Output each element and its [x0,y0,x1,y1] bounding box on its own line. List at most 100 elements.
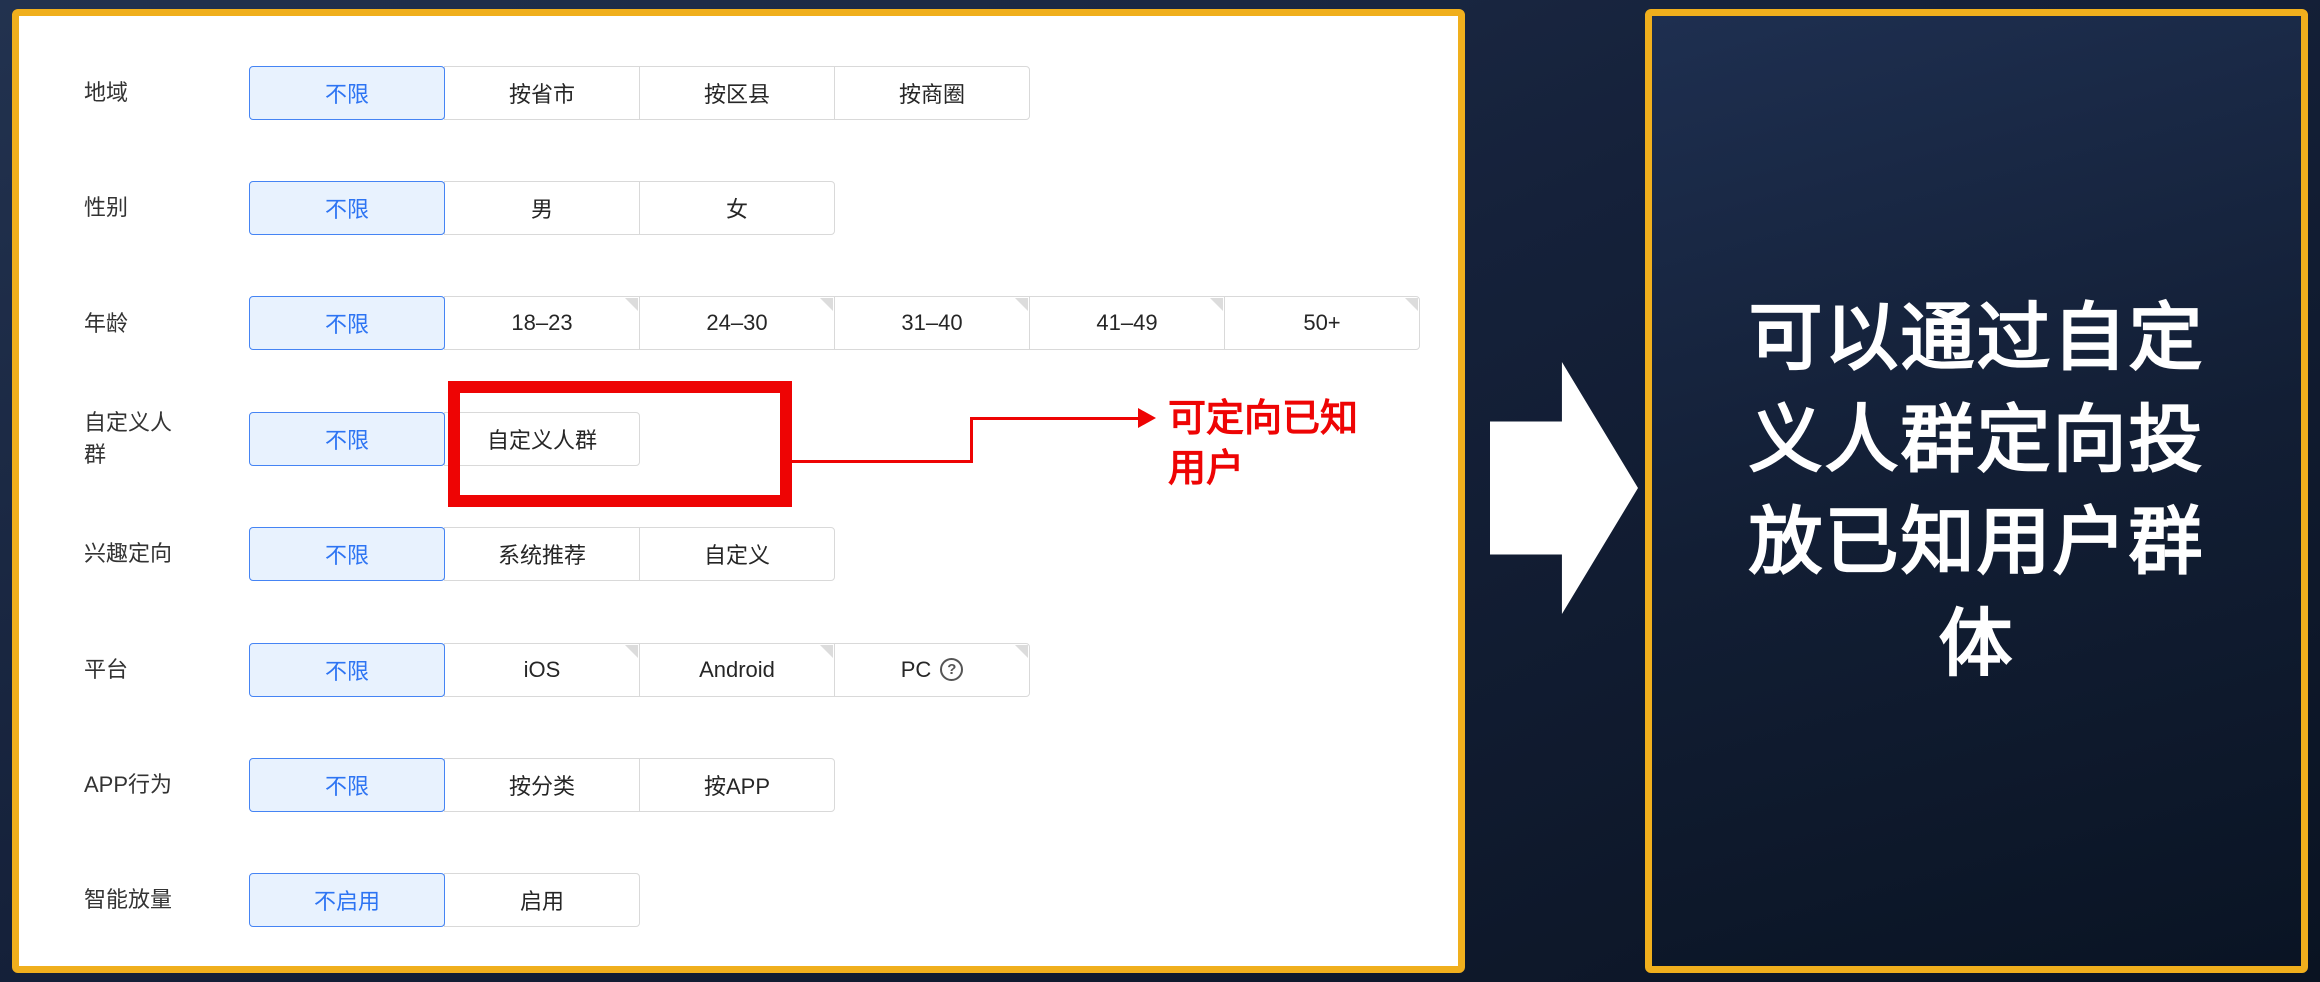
option-label: 不限 [324,312,369,338]
annotation-arrowhead-icon [1138,408,1156,428]
option-platform-pc[interactable]: PC? [834,642,1030,697]
targeting-row-gender: 性别 不限 男 女 [84,150,1438,265]
option-label: 按APP [703,774,771,800]
option-label: 系统推荐 [497,543,586,569]
option-label: Android [699,656,775,682]
row-label-app-behavior: APP行为 [84,772,173,798]
targeting-row-platform: 平台 不限 iOS Android PC? [84,612,1438,727]
annotation-connector-line [792,460,973,463]
option-interest-custom[interactable]: 自定义 [639,527,835,582]
annotation-connector-line [970,417,1140,420]
option-label: 31–40 [901,310,963,336]
option-age-24-30[interactable]: 24–30 [639,296,835,351]
option-label: 不限 [324,774,369,800]
callout-text: 可以通过自定 义人群定向投 放已知用户群 体 [1749,287,2205,695]
callout-line: 体 [1938,602,2015,685]
option-label: 按区县 [703,81,770,107]
corner-mark-icon [625,644,638,658]
row-label-interest: 兴趣定向 [84,541,173,567]
corner-mark-icon [820,298,833,312]
targeting-row-age: 年龄 不限 18–23 24–30 31–40 41–49 50+ [84,266,1438,381]
option-smart-scaling-disabled[interactable]: 不启用 [249,873,445,928]
option-label: 按省市 [508,81,575,107]
annotation-note: 可定向已知 用户 [1168,394,1358,494]
option-label: 不限 [324,658,369,684]
option-platform-ios[interactable]: iOS [444,642,640,697]
option-group-platform: 不限 iOS Android PC? [249,642,1030,697]
option-label: 按商圈 [898,81,965,107]
option-custom-audience-unlimited[interactable]: 不限 [249,411,445,466]
option-age-18-23[interactable]: 18–23 [444,296,640,351]
corner-mark-icon [1210,298,1223,312]
option-label: 自定义 [703,543,770,569]
targeting-row-custom-audience: 自定义人群 不限 自定义人群 [84,381,1438,496]
option-app-behavior-unlimited[interactable]: 不限 [249,758,445,813]
callout-line: 可以通过自定 [1748,296,2205,379]
row-label-age: 年龄 [84,310,129,336]
option-label: 18–23 [511,310,573,336]
option-group-gender: 不限 男 女 [249,181,835,236]
annotation-note-line: 可定向已知 [1168,398,1359,440]
option-gender-unlimited[interactable]: 不限 [249,181,445,236]
option-label: 不限 [324,427,369,453]
targeting-row-region: 地域 不限 按省市 按区县 按商圈 [84,35,1438,150]
option-interest-unlimited[interactable]: 不限 [249,527,445,582]
row-label-custom-audience: 自定义人群 [84,409,173,467]
option-gender-male[interactable]: 男 [444,181,640,236]
option-label: 不限 [324,197,369,223]
option-group-region: 不限 按省市 按区县 按商圈 [249,65,1030,120]
help-icon[interactable]: ? [940,658,964,682]
option-label: 女 [725,197,748,223]
option-label: 启用 [519,889,564,915]
option-custom-audience-custom-audience[interactable]: 自定义人群 [444,411,640,466]
option-group-interest: 不限 系统推荐 自定义 [249,527,835,582]
option-app-behavior-by-app[interactable]: 按APP [639,758,835,813]
row-label-gender: 性别 [84,195,129,221]
targeting-row-interest: 兴趣定向 不限 系统推荐 自定义 [84,497,1438,612]
corner-mark-icon [1405,298,1418,312]
option-gender-female[interactable]: 女 [639,181,835,236]
callout-line: 义人群定向投 [1748,398,2205,481]
option-interest-system-recommend[interactable]: 系统推荐 [444,527,640,582]
targeting-row-smart-scaling: 智能放量 不启用 启用 [84,843,1438,958]
option-label: 41–49 [1096,310,1158,336]
annotation-note-line: 用户 [1168,448,1245,490]
option-platform-unlimited[interactable]: 不限 [249,642,445,697]
row-label-region: 地域 [84,79,129,105]
option-platform-android[interactable]: Android [639,642,835,697]
option-age-unlimited[interactable]: 不限 [249,296,445,351]
option-region-by-business-area[interactable]: 按商圈 [834,65,1030,120]
option-age-50-plus[interactable]: 50+ [1224,296,1420,351]
corner-mark-icon [1015,644,1028,658]
option-label: 50+ [1303,310,1341,336]
callout-line: 放已知用户群 [1748,500,2205,583]
option-app-behavior-by-category[interactable]: 按分类 [444,758,640,813]
option-smart-scaling-enabled[interactable]: 启用 [444,873,640,928]
option-label: 不限 [324,81,369,107]
callout-panel: 可以通过自定 义人群定向投 放已知用户群 体 [1645,9,2308,973]
right-arrow-shape [1490,362,1638,614]
option-label: 24–30 [706,310,768,336]
row-label-platform: 平台 [84,656,129,682]
targeting-row-app-behavior: APP行为 不限 按分类 按APP [84,727,1438,842]
option-label: 按分类 [508,774,575,800]
option-group-custom-audience: 不限 自定义人群 [249,411,640,466]
option-label: 男 [530,197,553,223]
option-label: iOS [523,656,561,682]
annotation-connector-line [970,417,973,463]
corner-mark-icon [625,298,638,312]
option-region-by-province-city[interactable]: 按省市 [444,65,640,120]
option-age-41-49[interactable]: 41–49 [1029,296,1225,351]
option-age-31-40[interactable]: 31–40 [834,296,1030,351]
option-group-smart-scaling: 不启用 启用 [249,873,640,928]
row-label-smart-scaling: 智能放量 [84,887,173,913]
option-region-by-district-county[interactable]: 按区县 [639,65,835,120]
option-group-app-behavior: 不限 按分类 按APP [249,758,835,813]
corner-mark-icon [820,644,833,658]
option-label: 自定义人群 [486,427,597,453]
option-region-unlimited[interactable]: 不限 [249,65,445,120]
option-label: 不限 [324,543,369,569]
